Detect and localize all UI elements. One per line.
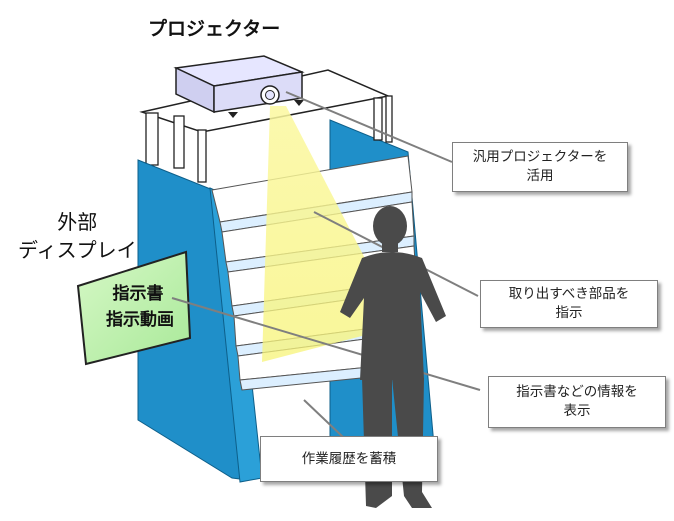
projector-label: プロジェクター [148,18,281,40]
callout-general-projector: 汎用プロジェクターを 活用 [452,142,628,192]
screen-text-instructions: 指示書 [112,284,164,304]
external-display [76,250,192,366]
callout-work-history: 作業履歴を蓄積 [260,436,438,482]
callout-parts-indication: 取り出すべき部品を 指示 [480,280,658,328]
external-display-label: 外部 ディスプレイ [18,210,137,262]
rack-roof-posts [145,95,393,183]
callout-general-projector-text: 汎用プロジェクターを 活用 [472,149,608,184]
callout-connectors [171,91,481,439]
projector-icon [173,55,305,118]
callout-work-history-text: 作業履歴を蓄積 [301,450,397,467]
callout-parts-indication-text: 取り出すべき部品を 指示 [508,286,630,321]
screen-text-video: 指示動画 [106,310,174,330]
callout-info-display-text: 指示書などの情報を 表示 [516,384,638,419]
callout-info-display: 指示書などの情報を 表示 [488,376,666,428]
